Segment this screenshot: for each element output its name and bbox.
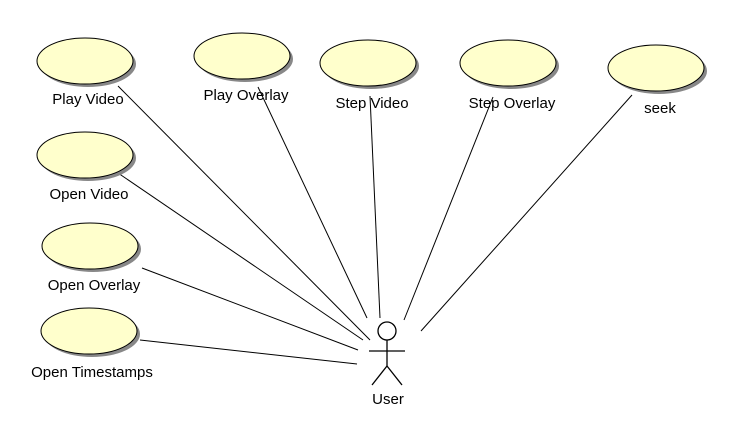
use-case-label: Play Video (52, 91, 123, 108)
use-case-open-timestamps[interactable]: Open Timestamps (31, 307, 153, 381)
actor-left-leg (371, 365, 388, 386)
association-step-video (369, 95, 381, 319)
association-open-video (117, 172, 364, 341)
use-case-label: Play Overlay (203, 87, 289, 104)
use-case-play-video[interactable]: Play Video (36, 37, 136, 108)
use-case-label: Step Overlay (469, 95, 556, 112)
use-case-seek[interactable]: seek (607, 44, 707, 117)
association-seek (420, 94, 633, 332)
use-case-label: Open Overlay (48, 277, 141, 294)
actor-user[interactable]: User (369, 321, 405, 408)
actor-head (377, 321, 397, 341)
use-case-open-video[interactable]: Open Video (36, 131, 136, 203)
use-case-label: Open Timestamps (31, 364, 153, 381)
use-case-step-overlay[interactable]: Step Overlay (459, 39, 559, 112)
use-case-label: Open Video (50, 186, 129, 203)
use-case-play-overlay[interactable]: Play Overlay (193, 32, 293, 104)
association-play-overlay (257, 86, 368, 319)
actor-right-leg (386, 365, 403, 386)
associations (117, 85, 633, 365)
use-case-open-overlay[interactable]: Open Overlay (41, 222, 141, 294)
association-open-overlay (141, 267, 359, 351)
use-case-label: Step Video (335, 95, 408, 112)
use-case-label: seek (644, 100, 676, 117)
association-step-overlay (403, 96, 494, 321)
association-open-timestamps (139, 339, 358, 365)
association-play-video (117, 85, 371, 341)
actor-label: User (372, 391, 404, 408)
use-case-step-video[interactable]: Step Video (319, 39, 419, 112)
